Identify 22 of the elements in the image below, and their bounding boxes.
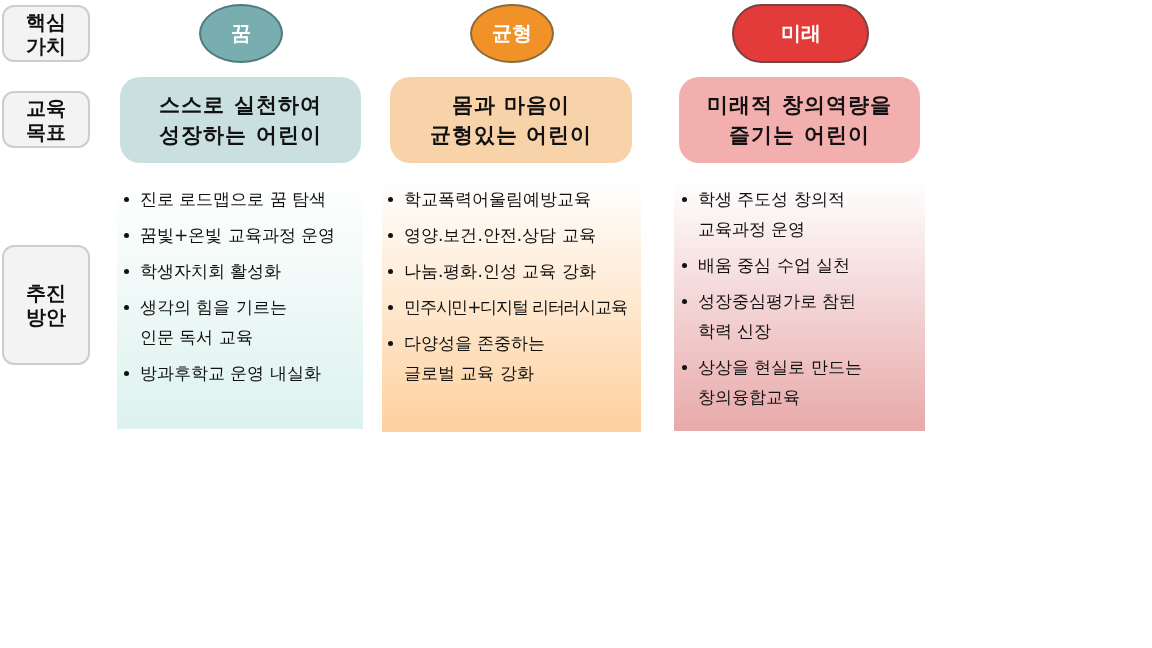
goal-box: 스스로 실천하여 성장하는 어린이 [120,77,361,163]
list-item-text: 성장중심평가로 참된 학력 신장 [698,290,858,343]
list-item-text: 학교폭력어울림예방교육 [404,188,591,211]
goal-box: 몸과 마음이 균형있는 어린이 [390,77,632,163]
value-oval: 꿈 [199,4,283,63]
list-item-text: 민주시민+디지털 리터러시교육 [404,296,627,319]
row-header: 핵심 가치 [2,5,90,62]
row-header: 교육 목표 [2,91,90,148]
list-item-text: 다양성을 존중하는 글로벌 교육 강화 [404,332,547,385]
list-item-text: 진로 로드맵으로 꿈 탐색 [140,188,327,211]
value-oval: 균형 [470,4,554,63]
row-header: 추진 방안 [2,245,90,365]
list-item-text: 배움 중심 수업 실천 [698,254,851,277]
list-item-text: 상상을 현실로 만드는 창의융합교육 [698,356,863,409]
list-item-text: 학생자치회 활성화 [140,260,282,283]
list-item-text: 방과후학교 운영 내실화 [140,362,321,385]
goal-box: 미래적 창의역량을 즐기는 어린이 [679,77,920,163]
list-item-text: 영양.보건.안전.상담 교육 [404,224,596,247]
list-item-text: 꿈빛+온빛 교육과정 운영 [140,224,336,247]
list-item-text: 나눔.평화.인성 교육 강화 [404,260,596,283]
list-item-text: 학생 주도성 창의적 교육과정 운영 [698,188,846,241]
list-item-text: 생각의 힘을 기르는 인문 독서 교육 [140,296,288,349]
